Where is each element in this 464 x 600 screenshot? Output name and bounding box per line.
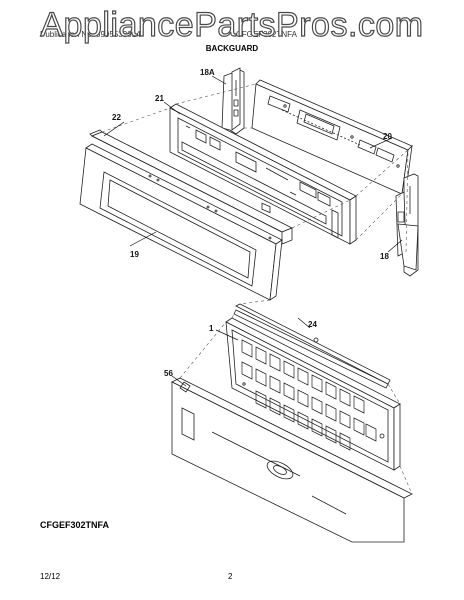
watermark-logo: AppliancePartsPros.com [40, 5, 424, 44]
revision-date: 12/12 [40, 572, 61, 581]
section-title: BACKGUARD [205, 44, 259, 53]
callout-20: 20 [383, 132, 392, 141]
part-20-control-panel [252, 80, 412, 213]
callout-56: 56 [164, 369, 173, 378]
publication-model: CFGEF302TNFA [236, 30, 297, 39]
part-1-rear-panel [226, 318, 400, 470]
page-number: 2 [228, 572, 233, 581]
part-56-back-shield [172, 378, 412, 542]
callout-18a: 18A [200, 68, 215, 77]
callout-21: 21 [155, 94, 164, 103]
part-21-frame [170, 104, 356, 244]
part-18a-bracket [222, 68, 244, 134]
callout-22: 22 [112, 113, 121, 122]
callout-1: 1 [209, 324, 214, 333]
model-number: CFGEF302TNFA [40, 520, 110, 530]
callout-24: 24 [308, 320, 317, 329]
part-24-trim [234, 304, 390, 388]
callout-19: 19 [130, 250, 139, 259]
publication-number: Publication No. 5995538614 [40, 30, 141, 39]
part-19-overlay [80, 144, 282, 300]
callout-18: 18 [380, 252, 389, 261]
part-18-bracket [396, 174, 418, 276]
